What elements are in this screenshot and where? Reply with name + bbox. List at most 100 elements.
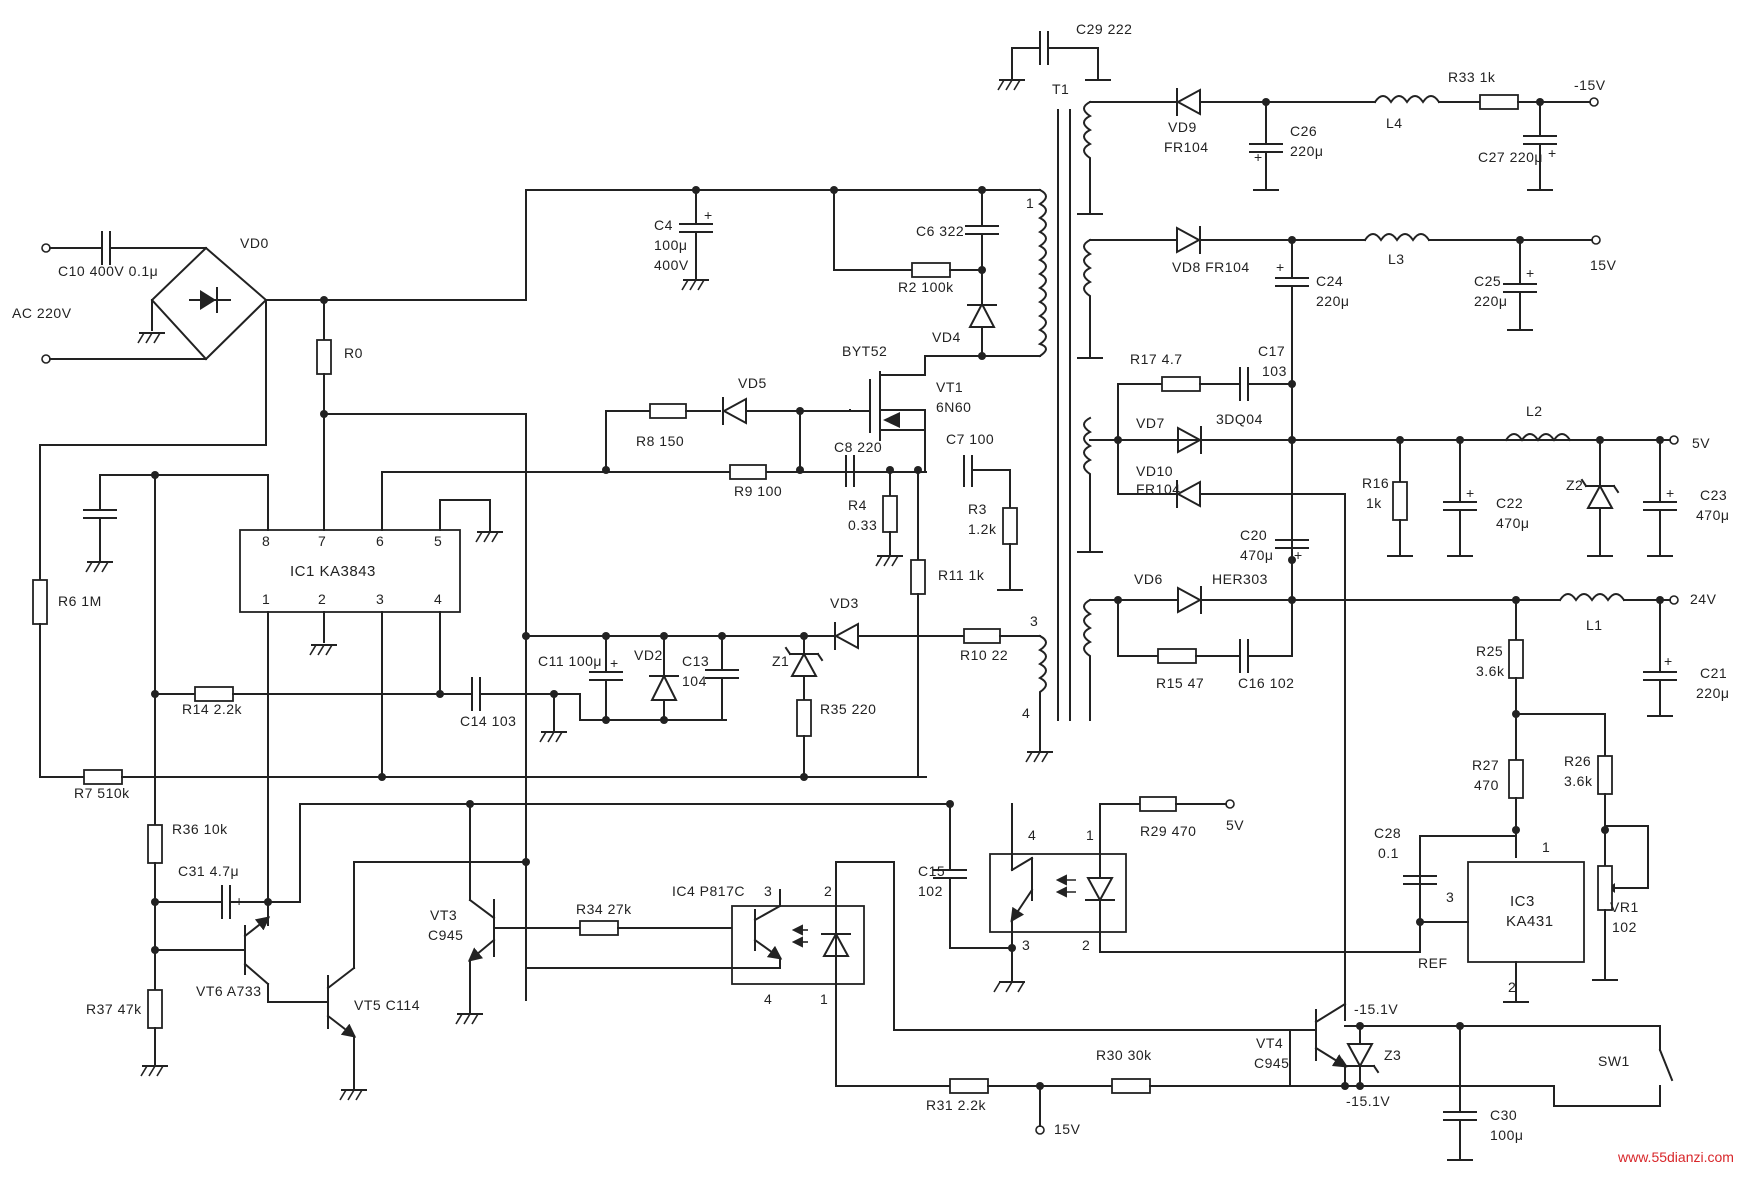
label-ic2-p1: 1 [1086, 827, 1094, 843]
label-c13a: C13 [682, 653, 709, 669]
label-c25b: 220μ [1474, 293, 1507, 309]
label-ic2-p3: 3 [1022, 937, 1030, 953]
label-c10: C10 400V 0.1μ [58, 263, 158, 279]
label-r14: R14 2.2k [182, 701, 243, 717]
label-r9: R9 100 [734, 483, 782, 499]
label-v15: 15V [1590, 257, 1617, 273]
label-r17: R17 4.7 [1130, 351, 1183, 367]
label-c29: C29 222 [1076, 21, 1132, 37]
label-v15b: 15V [1054, 1121, 1081, 1137]
label-c31: C31 4.7μ [178, 863, 239, 879]
label-c6: C6 322 [916, 223, 964, 239]
label-ic2-p2: 2 [1082, 937, 1090, 953]
label-ic1-p8: 8 [262, 533, 270, 549]
label-ic1-p3: 3 [376, 591, 384, 607]
label-c17b: 103 [1262, 363, 1287, 379]
label-ic1-p6: 6 [376, 533, 384, 549]
label-r26b: 3.6k [1564, 773, 1593, 789]
label-r0: R0 [344, 345, 363, 361]
label-t1-pin1: 1 [1026, 195, 1034, 211]
label-vt3b: C945 [428, 927, 463, 943]
label-vt4b: C945 [1254, 1055, 1289, 1071]
label-ic1-p7: 7 [318, 533, 326, 549]
label-ac220: AC 220V [12, 305, 72, 321]
svg-text:+: + [1254, 149, 1263, 165]
label-vt1b: 6N60 [936, 399, 971, 415]
label-r30: R30 30k [1096, 1047, 1152, 1063]
label-v5: 5V [1692, 435, 1710, 451]
label-ic3b: KA431 [1506, 913, 1554, 930]
label-c23a: C23 [1700, 487, 1727, 503]
primary-section: + [381, 31, 1111, 778]
label-r4b: 0.33 [848, 517, 877, 533]
label-l1: L1 [1586, 617, 1603, 633]
label-vr1a: VR1 [1610, 899, 1639, 915]
label-vd8: VD8 FR104 [1172, 259, 1250, 275]
label-ic3-p2: 2 [1508, 979, 1516, 995]
ic1-ka3843 [83, 471, 727, 926]
label-c16: C16 102 [1238, 675, 1294, 691]
label-c26b: 220μ [1290, 143, 1323, 159]
label-ic4-p1: 1 [820, 991, 828, 1007]
label-ic4-p4: 4 [764, 991, 772, 1007]
label-r3b: 1.2k [968, 521, 997, 537]
label-c21b: 220μ [1696, 685, 1729, 701]
label-v5b: 5V [1226, 817, 1244, 833]
label-r33: R33 1k [1448, 69, 1496, 85]
svg-text:+: + [235, 893, 244, 909]
label-ic1-p1: 1 [262, 591, 270, 607]
label-v24: 24V [1690, 591, 1717, 607]
label-r6: R6 1M [58, 593, 102, 609]
label-r31: R31 2.2k [926, 1097, 987, 1113]
label-c15b: 102 [918, 883, 943, 899]
label-her303: HER303 [1212, 571, 1268, 587]
label-vd2: VD2 [634, 647, 663, 663]
secondary-section: + + + + [1077, 88, 1679, 1021]
label-c21a: C21 [1700, 665, 1727, 681]
label-r15: R15 47 [1156, 675, 1204, 691]
label-z3: Z3 [1384, 1047, 1401, 1063]
label-z2: Z2 [1566, 477, 1583, 493]
svg-text:+: + [704, 207, 713, 223]
label-r27a: R27 [1472, 757, 1499, 773]
label-sw1: SW1 [1598, 1053, 1630, 1069]
label-c28a: C28 [1374, 825, 1401, 841]
label-t1-pin4: 4 [1022, 705, 1030, 721]
label-r37: R37 47k [86, 1001, 142, 1017]
label-r3a: R3 [968, 501, 987, 517]
label-vt6: VT6 A733 [196, 983, 262, 999]
label-c22a: C22 [1496, 495, 1523, 511]
label-r10: R10 22 [960, 647, 1008, 663]
label-r16b: 1k [1366, 495, 1382, 511]
label-c14: C14 103 [460, 713, 516, 729]
label-vd9b: FR104 [1164, 139, 1209, 155]
label-3dq04: 3DQ04 [1216, 411, 1263, 427]
label-m151a: -15.1V [1354, 1001, 1398, 1017]
label-r35: R35 220 [820, 701, 876, 717]
label-c20b: 470μ [1240, 547, 1273, 563]
label-r11: R11 1k [938, 567, 985, 583]
label-c7: C7 100 [946, 431, 994, 447]
label-c27: C27 220μ [1478, 149, 1543, 165]
label-t1: T1 [1052, 81, 1069, 97]
label-r16a: R16 [1362, 475, 1389, 491]
component-labels: VD0 C10 400V 0.1μ AC 220V R0 R6 1M R7 51… [12, 21, 1734, 1165]
label-ref: REF [1418, 955, 1448, 971]
label-c26a: C26 [1290, 123, 1317, 139]
svg-text:+: + [610, 655, 619, 671]
label-ic4-p2: 2 [824, 883, 832, 899]
label-vd5: VD5 [738, 375, 767, 391]
label-c23b: 470μ [1696, 507, 1729, 523]
label-c13b: 104 [682, 673, 707, 689]
label-ic1-p5: 5 [434, 533, 442, 549]
label-vd10b: FR104 [1136, 481, 1181, 497]
svg-text:+: + [1276, 259, 1285, 275]
label-r34: R34 27k [576, 901, 632, 917]
label-r4a: R4 [848, 497, 867, 513]
label-c30a: C30 [1490, 1107, 1517, 1123]
label-ic3-p3: 3 [1446, 889, 1454, 905]
label-c25a: C25 [1474, 273, 1501, 289]
label-c4a: C4 [654, 217, 673, 233]
label-vd3: VD3 [830, 595, 859, 611]
